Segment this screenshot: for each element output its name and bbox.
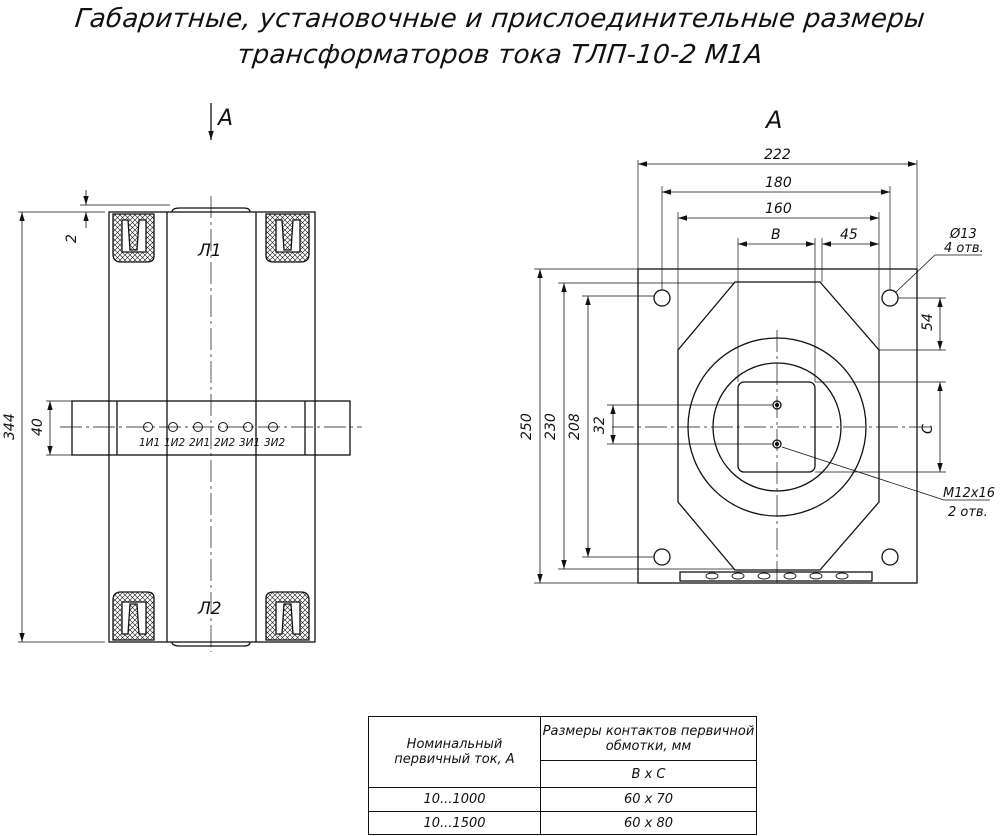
table-cell-size: 60 х 70 <box>623 792 674 807</box>
table-cell-current: 10...1000 <box>423 792 486 807</box>
secondary-terminal-screws <box>143 422 278 432</box>
table-header-current: Номинальный первичный ток, А <box>394 737 515 767</box>
dim-222: 222 <box>764 147 791 163</box>
terminal-label: 3И2 <box>264 437 286 449</box>
hole-count-note: 4 отв. <box>944 241 984 256</box>
terminal-label: 2И1 <box>189 437 210 449</box>
terminal-l1-label: Л1 <box>197 241 222 261</box>
thread-size-note: М12х16 <box>943 486 995 501</box>
terminal-l2-label: Л2 <box>197 599 222 619</box>
dim-180: 180 <box>765 175 792 191</box>
right-front-view <box>534 160 990 585</box>
terminal-strip <box>679 571 873 582</box>
mounting-hole-br <box>881 548 899 566</box>
dim-54: 54 <box>920 313 936 331</box>
dim-160: 160 <box>765 201 792 217</box>
base-plate-outline <box>637 268 918 584</box>
view-label-a: А <box>764 106 782 134</box>
table-subheader-bxc: В х С <box>631 766 666 782</box>
dim-2: 2 <box>64 234 80 243</box>
section-label-a: А <box>216 106 233 131</box>
terminal-label: 1И1 <box>139 437 160 449</box>
mounting-hole-bl <box>653 548 671 566</box>
busbar-top-end <box>171 207 251 213</box>
dim-c: С <box>920 424 936 434</box>
table-cell-current: 10...1500 <box>423 815 486 831</box>
terminal-label: 2И2 <box>214 437 236 449</box>
table-header-contact-size: Размеры контактов первичной обмотки, мм <box>542 723 755 754</box>
dim-40: 40 <box>30 418 46 436</box>
secondary-terminal-labels: 1И1 1И2 2И1 2И2 3И1 3И2 <box>139 437 286 449</box>
terminal-label: 1И2 <box>164 437 186 449</box>
busbar-bottom-end <box>171 641 251 647</box>
terminal-label: 3И1 <box>239 437 260 449</box>
mounting-hole-tr <box>881 289 899 307</box>
dim-250: 250 <box>519 413 535 440</box>
table-cell-size: 60 х 80 <box>623 815 674 831</box>
octagonal-body <box>677 281 880 571</box>
dim-32: 32 <box>592 416 608 434</box>
dim-208: 208 <box>567 413 583 440</box>
dim-b: В <box>771 227 781 243</box>
mounting-hole-tl <box>653 289 671 307</box>
contact-size-table: Номинальный первичный ток, А Размеры кон… <box>368 716 757 835</box>
dim-230: 230 <box>543 413 559 440</box>
left-side-view <box>18 103 362 652</box>
thread-count-note: 2 отв. <box>948 505 988 520</box>
dim-344: 344 <box>2 413 18 440</box>
hole-diameter-note: Ø13 <box>949 227 977 242</box>
dim-45: 45 <box>840 227 858 243</box>
